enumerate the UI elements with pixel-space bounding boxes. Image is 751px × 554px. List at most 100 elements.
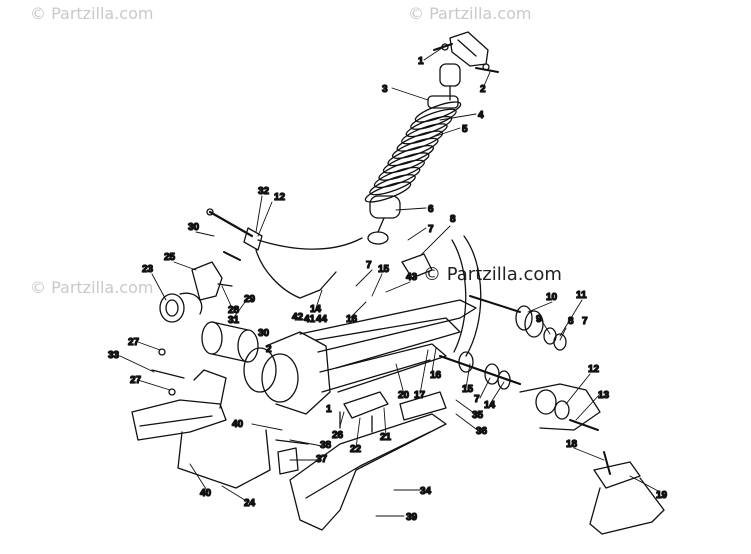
- callout-41: 41: [304, 314, 316, 325]
- callout-27: 27: [128, 337, 140, 348]
- callout-15-right: 15: [462, 384, 474, 395]
- callout-19: 19: [656, 490, 668, 501]
- callout-31: 31: [228, 315, 240, 326]
- watermark-center: © Partzilla.com: [423, 264, 562, 285]
- callout-1: 1: [418, 56, 424, 67]
- callout-34: 34: [420, 486, 432, 497]
- callout-38: 38: [320, 440, 332, 451]
- leader-line: [439, 113, 477, 121]
- callout-17: 17: [414, 390, 426, 401]
- leader-line: [559, 327, 567, 341]
- leader-lines: [119, 47, 661, 517]
- leader-line: [221, 485, 249, 503]
- leader-line: [407, 227, 427, 241]
- leader-line: [573, 447, 605, 461]
- leader-line: [355, 417, 361, 449]
- rear-bracket: [589, 451, 665, 535]
- callout-3: 3: [382, 84, 388, 95]
- callout-35: 35: [472, 410, 484, 421]
- watermark-top-left: © Partzilla.com: [30, 4, 154, 23]
- front-bolts: [151, 348, 185, 396]
- callout-39: 39: [406, 512, 418, 523]
- callout-11: 11: [576, 290, 587, 301]
- callout-14-right: 14: [484, 400, 496, 411]
- callout-42: 42: [292, 312, 304, 323]
- leader-line: [559, 299, 583, 337]
- leader-line: [395, 363, 405, 395]
- leader-line: [315, 289, 323, 309]
- leader-line: [395, 207, 427, 211]
- callout-2-lower: 2: [266, 344, 272, 355]
- callout-labels: 1 2 3 4 5 6 7 8 32 12 30 25 23 28 29 31 …: [107, 55, 668, 523]
- leader-line: [391, 87, 429, 101]
- callout-7: 7: [428, 224, 434, 235]
- upper-link: [206, 208, 363, 299]
- callout-30-lower: 30: [258, 328, 270, 339]
- leader-line: [137, 379, 171, 391]
- callout-4: 4: [478, 110, 484, 121]
- leader-line: [419, 349, 429, 395]
- leader-line: [251, 423, 283, 431]
- callout-36: 36: [476, 426, 488, 437]
- callout-13: 13: [598, 390, 610, 401]
- callout-27-lower: 27: [130, 375, 142, 386]
- leader-line: [371, 273, 383, 297]
- callout-26: 26: [332, 430, 344, 441]
- callout-7b-top: 7: [366, 260, 372, 271]
- shock-absorber: [364, 63, 462, 245]
- leader-line: [479, 377, 491, 399]
- callout-10: 10: [546, 292, 558, 303]
- watermark-mid-left: © Partzilla.com: [30, 278, 154, 297]
- leader-line: [489, 381, 505, 405]
- callout-20: 20: [398, 390, 410, 401]
- callout-6: 6: [428, 204, 434, 215]
- callout-24: 24: [244, 498, 256, 509]
- spring-coil: [369, 174, 416, 196]
- callout-33: 33: [108, 350, 120, 361]
- callout-7-right: 7: [582, 316, 588, 327]
- leader-line: [173, 261, 197, 271]
- left-rollers: [159, 261, 233, 323]
- leader-line: [431, 347, 437, 373]
- callout-40: 40: [232, 419, 244, 430]
- leader-line: [221, 285, 233, 309]
- leader-line: [151, 273, 167, 301]
- leader-line: [289, 439, 323, 447]
- leader-line: [195, 231, 215, 237]
- axle-housing: [201, 321, 331, 415]
- leader-line: [423, 47, 443, 61]
- top-bracket: [433, 31, 499, 73]
- leader-line: [257, 201, 273, 237]
- callout-40-lower: 40: [200, 488, 212, 499]
- leader-line: [455, 413, 481, 433]
- leader-line: [255, 195, 263, 233]
- callout-30: 30: [188, 222, 200, 233]
- callout-16: 16: [346, 314, 358, 325]
- leader-line: [383, 407, 387, 437]
- callout-9: 9: [536, 314, 542, 325]
- leader-line: [355, 269, 373, 287]
- leader-line: [349, 301, 367, 319]
- lower-rail: [289, 391, 447, 531]
- callout-8-right: 8: [568, 316, 574, 327]
- leader-line: [231, 297, 249, 321]
- callout-5: 5: [462, 124, 468, 135]
- callout-25: 25: [164, 252, 176, 263]
- callout-2: 2: [480, 84, 486, 95]
- leader-line: [465, 363, 471, 389]
- leader-line: [527, 301, 553, 313]
- spring-coil: [364, 181, 412, 203]
- swing-arm: [299, 299, 477, 393]
- callout-15: 15: [378, 264, 390, 275]
- leader-line: [119, 355, 155, 373]
- leader-line: [429, 127, 461, 139]
- callout-22: 22: [350, 444, 362, 455]
- callout-14: 14: [310, 304, 322, 315]
- callout-21: 21: [380, 432, 392, 443]
- front-bumper: [131, 369, 271, 489]
- callout-12: 12: [274, 192, 286, 203]
- leader-line: [419, 225, 451, 257]
- leader-line: [629, 475, 661, 493]
